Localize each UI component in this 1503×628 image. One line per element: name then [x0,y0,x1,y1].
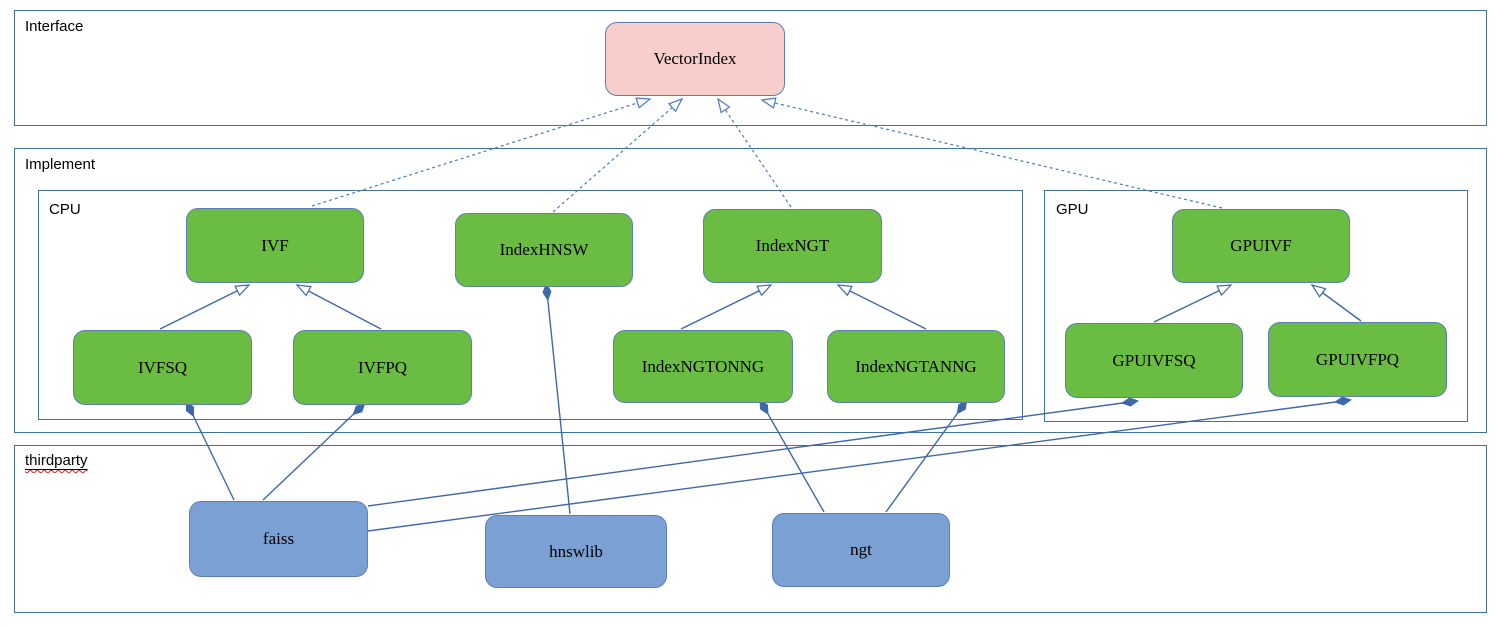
node-indexngtanng: IndexNGTANNG [827,330,1005,403]
node-indexngt: IndexNGT [703,209,882,283]
node-ivf: IVF [186,208,364,283]
node-indexhnsw: IndexHNSW [455,213,633,287]
container-label-thirdparty: thirdparty [25,452,88,469]
node-hnswlib: hnswlib [485,515,667,588]
edge-ivfsq-ivf [159,284,251,330]
edge-indexngt-vectorindex [717,97,792,208]
edge-faiss-ivfpq [262,409,359,501]
node-vectorindex: VectorIndex [605,22,785,96]
edge-hnswlib-indexhnsw [547,292,571,515]
edge-indexhnsw-vectorindex [552,97,684,213]
node-gpuivfsq: GPUIVFSQ [1065,323,1243,398]
container-label-gpu: GPU [1056,201,1089,218]
container-label-cpu: CPU [49,201,81,218]
node-ivfpq: IVFPQ [293,330,472,405]
edge-gpuivf-vectorindex [760,97,1223,209]
edge-faiss-gpuivfsq [367,402,1130,507]
container-label-implement: Implement [25,156,96,173]
node-faiss: faiss [189,501,368,577]
container-implement [14,148,1487,433]
edge-ivf-vectorindex [311,97,652,207]
edge-ivfpq-ivf [295,284,382,330]
edge-gpuivfpq-gpuivf [1310,284,1362,322]
edge-faiss-ivfsq [190,409,235,501]
edge-indexngtonng-indexngt [680,284,773,330]
edge-indexngtanng-indexngt [836,284,927,330]
container-gpu [1044,190,1468,422]
container-interface [14,10,1487,126]
container-cpu [38,190,1023,420]
node-ivfsq: IVFSQ [73,330,252,405]
node-indexngtonng: IndexNGTONNG [613,330,793,403]
node-ngt: ngt [772,513,950,587]
edge-ngt-indexngtanng [885,407,962,513]
container-label-interface: Interface [25,18,84,35]
node-gpuivf: GPUIVF [1172,209,1350,283]
edge-faiss-gpuivfpq [367,401,1343,532]
node-gpuivfpq: GPUIVFPQ [1268,322,1447,397]
edge-ngt-indexngtonng [764,407,825,513]
container-thirdparty [14,445,1487,613]
edge-gpuivfsq-gpuivf [1153,284,1233,323]
